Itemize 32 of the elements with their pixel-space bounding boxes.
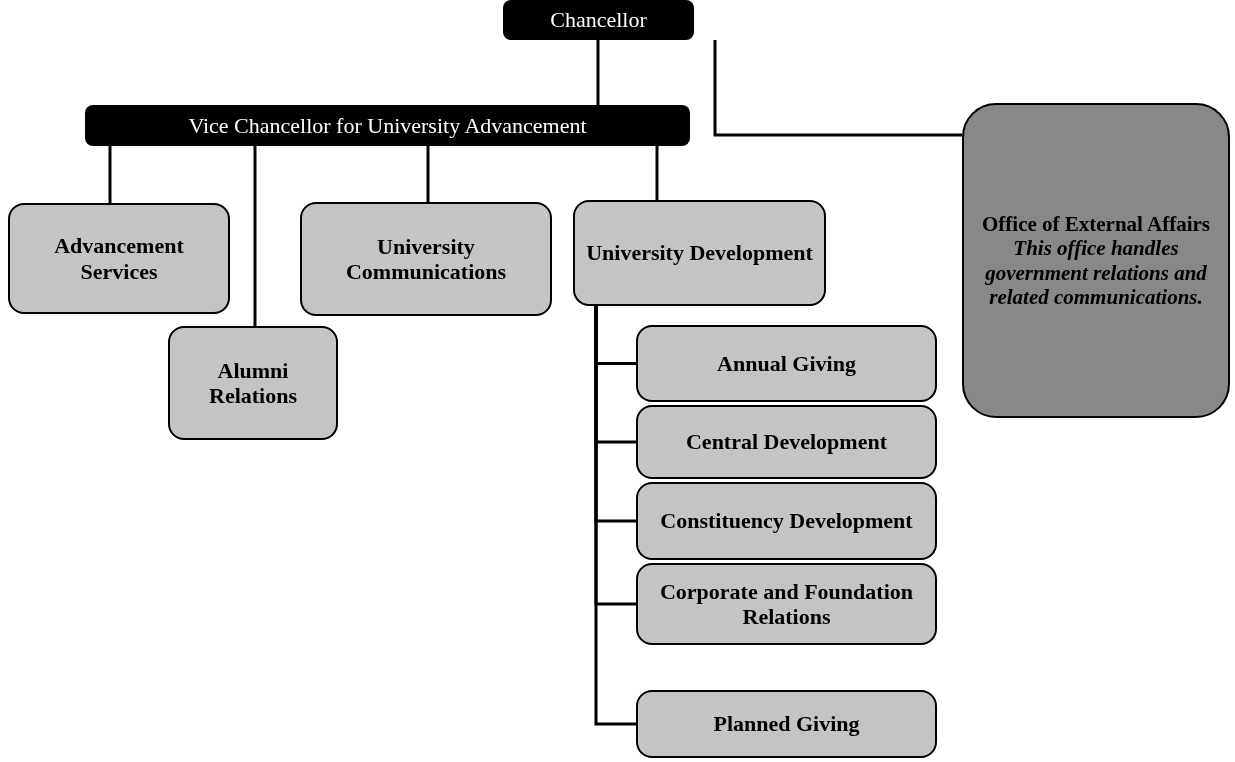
unit-box	[636, 482, 937, 560]
title-box	[503, 0, 694, 40]
node-label: Office of External Affairs	[982, 212, 1210, 237]
connector-line	[713, 40, 962, 137]
node-label: Vice Chancellor for University Advancement	[188, 112, 587, 139]
connector-line	[253, 146, 257, 326]
node-label: Planned Giving	[713, 711, 860, 737]
office-box	[962, 103, 1230, 418]
connector-line	[594, 306, 636, 726]
connector-line	[426, 146, 430, 202]
connector-line	[596, 40, 600, 105]
unit-box	[8, 203, 230, 314]
unit-box	[636, 563, 937, 645]
unit-box	[636, 690, 937, 758]
unit-box	[636, 325, 937, 402]
node-label: Central Development	[686, 429, 887, 455]
connector-line	[655, 146, 659, 200]
node-label: Chancellor	[550, 7, 647, 33]
node-label: Advancement Services	[53, 233, 185, 284]
node-label: Constituency Development	[660, 508, 913, 534]
connector-line	[108, 146, 112, 203]
unit-box	[300, 202, 552, 316]
unit-box	[573, 200, 826, 306]
title-box	[85, 105, 690, 146]
node-description: This office handles government relations and related communications.	[984, 236, 1208, 309]
node-label: University Communications	[344, 233, 508, 285]
node-label: Corporate and Foundation Relations	[658, 578, 914, 630]
node-label: Alumni Relations	[208, 357, 298, 409]
unit-box	[636, 405, 937, 479]
node-label: University Development	[586, 240, 813, 266]
node-label: Annual Giving	[717, 350, 856, 377]
unit-box	[168, 326, 338, 440]
